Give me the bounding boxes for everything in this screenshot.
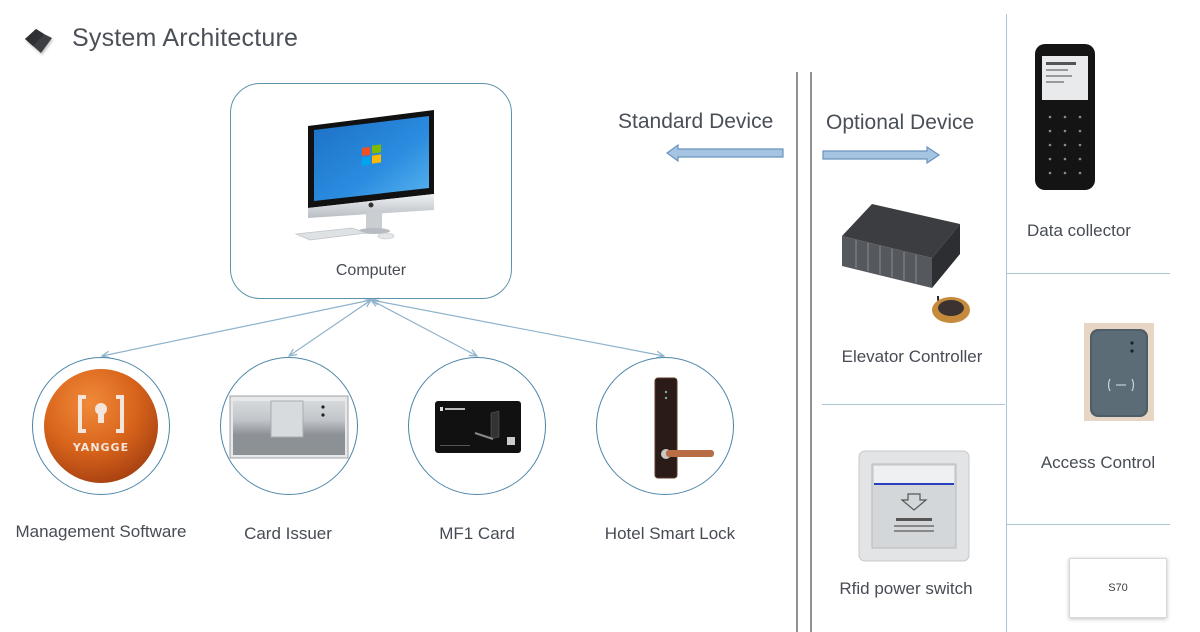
management-software-label: Management Software	[15, 522, 187, 541]
door-lock-icon	[653, 376, 717, 480]
yangge-logo-icon: YANGGE	[44, 369, 158, 483]
connector-mf1-card	[371, 300, 477, 356]
mf1-card-label: MF1 Card	[439, 524, 515, 543]
handheld-collector-icon	[1035, 44, 1095, 190]
optional-device-label: Optional Device	[826, 111, 975, 134]
section-divider-right	[810, 72, 812, 632]
connector-layer	[0, 0, 800, 632]
card-encoder-icon	[229, 395, 349, 459]
power-switch-icon	[858, 450, 970, 562]
connector-hotel-smart-lock	[371, 300, 664, 356]
mf1-card-node	[408, 357, 546, 495]
hotel-smart-lock-label: Hotel Smart Lock	[604, 524, 736, 543]
diamond-logo-icon	[22, 26, 58, 56]
yangge-logo-text: YANGGE	[72, 441, 130, 454]
elevator-controller-label: Elevator Controller	[841, 347, 983, 366]
card-issuer-node	[220, 357, 358, 495]
s70-label: S70	[1108, 582, 1128, 594]
standard-device-label: Standard Device	[618, 110, 774, 133]
computer-label: Computer	[335, 262, 407, 279]
row-divider-right-1	[1007, 273, 1170, 274]
card-reader-icon	[1084, 323, 1154, 421]
row-divider-right-2	[1007, 524, 1170, 525]
computer-node	[230, 83, 512, 299]
management-software-node: YANGGE	[32, 357, 170, 495]
column-divider	[1006, 14, 1007, 632]
access-control-label: Access Control	[1040, 453, 1156, 472]
rfid-card-icon	[435, 401, 521, 453]
desktop-computer-icon	[292, 108, 442, 248]
s70-card-icon: S70	[1069, 558, 1167, 618]
hotel-smart-lock-node	[596, 357, 734, 495]
elevator-controller-icon	[832, 196, 972, 328]
page-title: System Architecture	[72, 24, 299, 52]
row-divider-optional-left	[822, 404, 1005, 405]
arrow-right-icon	[821, 145, 941, 165]
rfid-power-switch-label: Rfid power switch	[839, 579, 973, 598]
card-issuer-label: Card Issuer	[244, 524, 332, 543]
connector-card-issuer	[289, 300, 371, 356]
data-collector-label: Data collector	[1027, 221, 1131, 240]
arrow-left-icon	[666, 143, 786, 163]
section-divider-left	[796, 72, 798, 632]
